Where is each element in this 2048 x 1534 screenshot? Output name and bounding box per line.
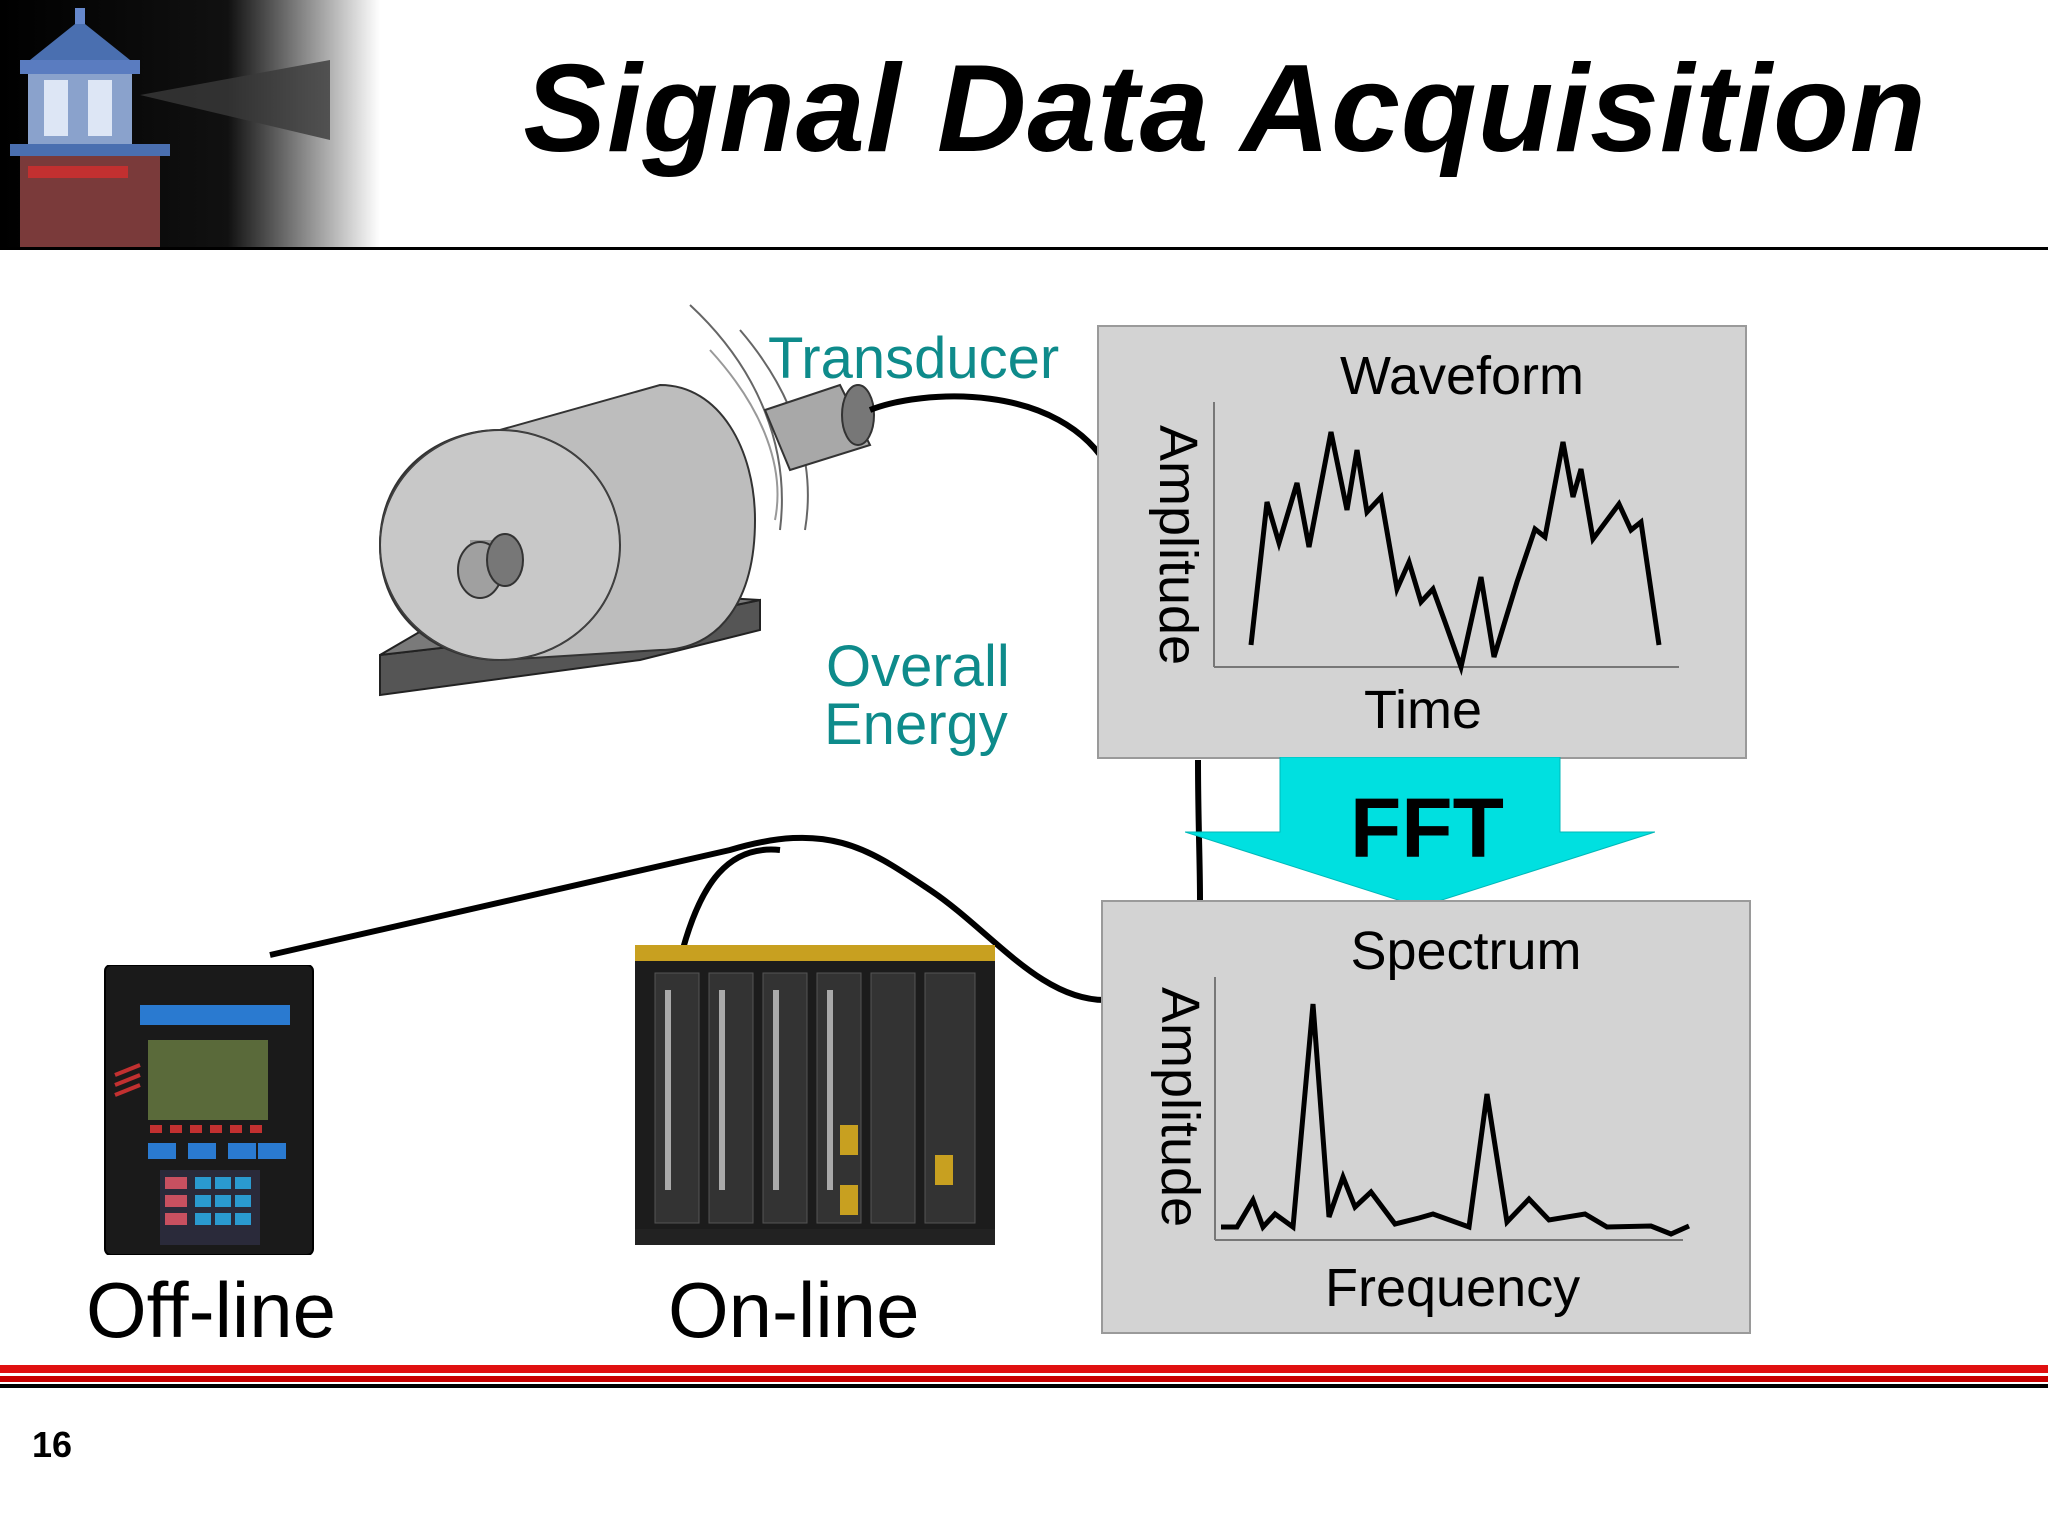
lighthouse-logo bbox=[0, 0, 380, 250]
slide-title: Signal Data Acquisition bbox=[523, 40, 1927, 178]
overall-energy-line1: Overall bbox=[826, 634, 1010, 699]
overall-energy-line2: Energy bbox=[824, 692, 1008, 757]
waveform-xlabel: Time bbox=[1364, 680, 1482, 740]
spectrum-plot bbox=[1214, 977, 1691, 1241]
portable-analyzer-icon bbox=[104, 965, 314, 1255]
page-number: 16 bbox=[32, 1424, 73, 1465]
waveform-panel: Waveform Amplitude Time bbox=[1097, 325, 1747, 759]
footer-stripe-black bbox=[0, 1384, 2048, 1388]
spectrum-panel: Spectrum Amplitude Frequency bbox=[1101, 900, 1751, 1334]
waveform-plot bbox=[1213, 402, 1679, 677]
footer-stripe-red bbox=[0, 1365, 2048, 1373]
transducer-label: Transducer bbox=[768, 326, 1060, 391]
overall-energy-label: Overall Energy bbox=[824, 634, 1010, 757]
online-label: On-line bbox=[668, 1266, 920, 1354]
footer-stripe-red-2 bbox=[0, 1376, 2048, 1382]
spectrum-xlabel: Frequency bbox=[1325, 1258, 1581, 1318]
fft-arrow-icon bbox=[1185, 757, 1655, 907]
spectrum-line bbox=[1221, 1003, 1691, 1237]
offline-label: Off-line bbox=[86, 1266, 336, 1354]
motor-icon bbox=[378, 383, 757, 662]
waveform-title: Waveform bbox=[1339, 346, 1585, 406]
fft-label: FFT bbox=[1350, 781, 1504, 875]
transducer-icon bbox=[763, 383, 875, 472]
title-divider bbox=[0, 247, 2048, 250]
rack-monitor-icon bbox=[635, 945, 995, 1245]
spectrum-title: Spectrum bbox=[1350, 921, 1582, 981]
waveform-line bbox=[1248, 431, 1662, 677]
